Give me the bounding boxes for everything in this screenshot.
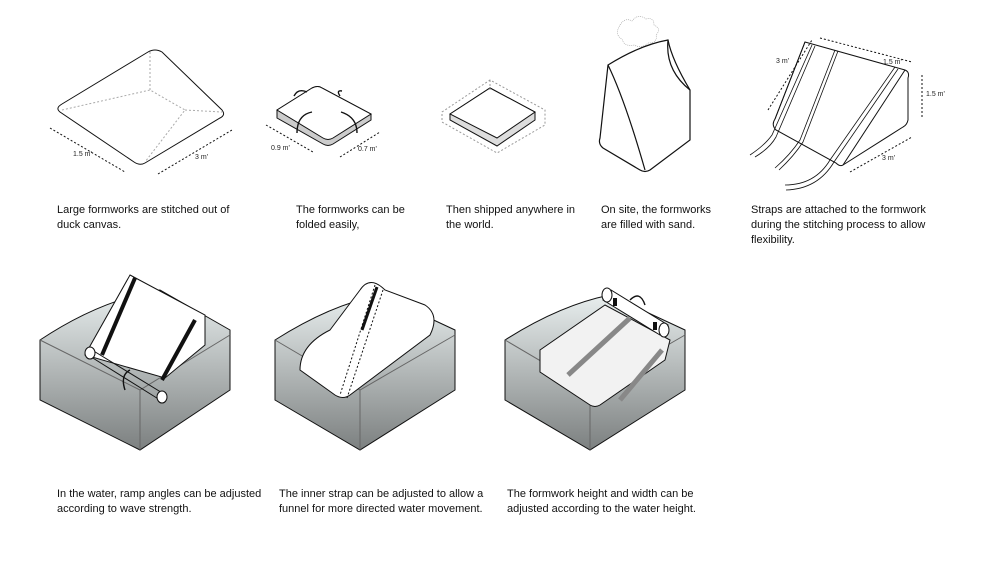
dim-label: 1.5 m' [883, 59, 902, 66]
sand-filled-formwork-illustration [598, 16, 691, 173]
dim-label: 0.9 m' [271, 145, 290, 152]
step-caption: In the water, ramp angles can be adjuste… [57, 488, 262, 515]
strapped-formwork-illustration: 3 m' 1.5 m' 1.5 m' 3 m' [749, 37, 945, 191]
folded-formwork-illustration: 0.9 m' 0.7 m' [265, 86, 381, 158]
dim-label: 3 m' [195, 154, 208, 161]
flat-formwork-illustration: 1.5 m' 3 m' [49, 49, 233, 175]
step-caption: Large formworks are stitched out of duck… [57, 204, 230, 231]
step-caption: On site, the formworks are filled with s… [601, 204, 712, 231]
dim-label: 3 m' [776, 58, 789, 65]
step-caption: The inner strap can be adjusted to allow… [279, 488, 484, 515]
step-caption: Then shipped anywhere in the world. [446, 204, 576, 231]
step-caption: The formwork height and width can be adj… [507, 488, 696, 515]
dim-label: 1.5 m' [926, 91, 945, 98]
packaged-formwork-illustration [441, 79, 546, 154]
dim-label: 3 m' [882, 155, 895, 162]
water-height-illustration [504, 287, 686, 451]
step-caption: Straps are attached to the formwork duri… [751, 204, 926, 246]
dim-label: 0.7 m' [358, 146, 377, 153]
water-funnel-illustration [274, 282, 456, 451]
step-caption: The formworks can be folded easily, [296, 204, 405, 231]
dim-label: 1.5 m' [73, 151, 92, 158]
water-ramp-illustration [39, 274, 231, 451]
